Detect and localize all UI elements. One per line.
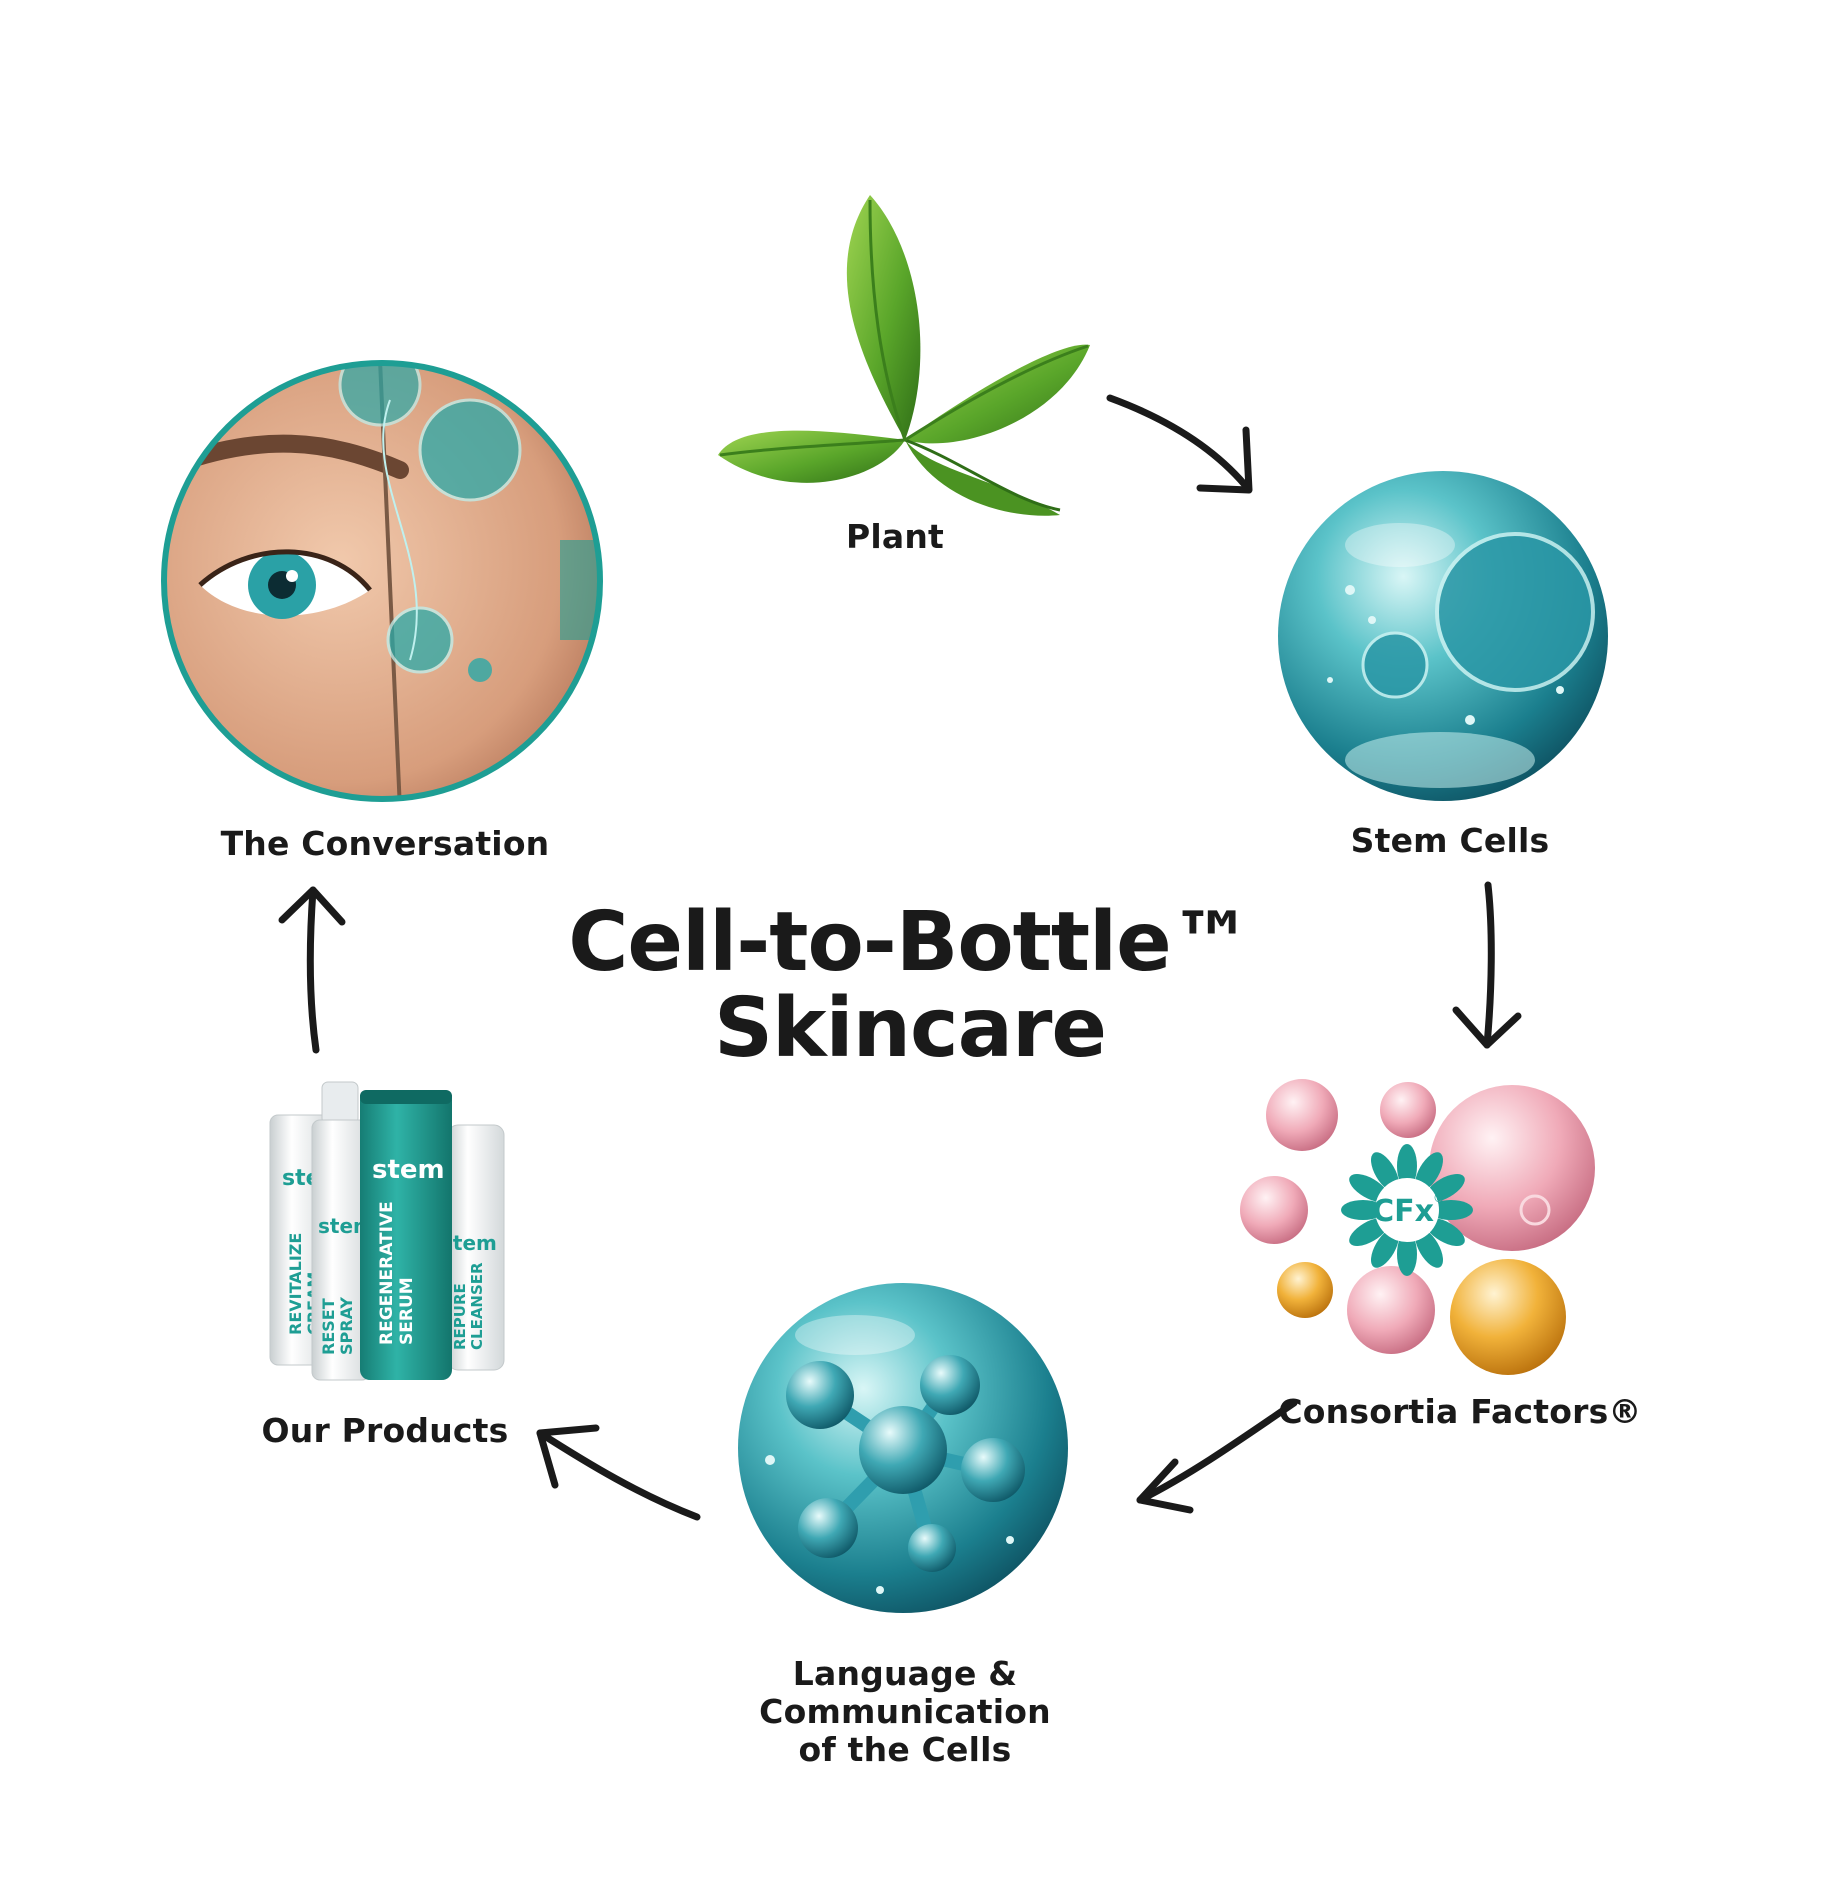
basil-leaf-icon [718,195,1090,516]
step-label-stem-cells: Stem Cells [1350,821,1550,860]
step-label-our-products: Our Products [261,1411,509,1450]
arrow-consortia-to-language [1136,1399,1298,1514]
eye-portrait-icon [161,360,603,802]
arrow-stem-cells-to-consortia [1452,881,1522,1049]
diagram-title: Cell-to-Bottle™ Skincare [540,900,1280,1072]
step-label-the-conversation: The Conversation [220,824,550,863]
title-line1: Cell-to-Bottle™ [568,895,1253,990]
cfx-registered-mark: ® [1433,1191,1445,1205]
step-label-language-communication: Language & Communication of the Cells [740,1655,1070,1769]
bottle3-brand: stem [372,1155,445,1185]
product-bottles-icon: stem REVITALIZE CREAM stem RESET SPRAY [269,1081,505,1381]
bottle4-name-line1: REPURE [451,1283,469,1350]
molecule-sphere-icon [738,1283,1068,1613]
bottle2-name-line1: RESET [319,1298,338,1355]
cell-sphere-icon [1278,471,1608,801]
molecule-bubbles-icon: CFx ® [1240,1079,1595,1375]
arrow-language-to-products [536,1424,701,1521]
bottle4-name-line2: CLEANSER [468,1262,486,1350]
bottle1-name-line1: REVITALIZE [286,1233,305,1335]
bottle-repure-cleanser: stem REPURE CLEANSER [441,1124,505,1371]
cfx-flower-logo: CFx ® [1341,1144,1473,1276]
title-line2: Skincare [713,981,1107,1076]
bottle3-name-line2: SERUM [397,1277,417,1345]
bottle-regenerative-serum: stem REGENERATIVE SERUM [360,1090,452,1380]
bottle2-name-line2: SPRAY [337,1297,356,1355]
step-label-language-line3: of the Cells [798,1730,1012,1769]
arrow-plant-to-stem-cells [1106,394,1253,494]
step-label-language-line2: Communication [759,1692,1051,1731]
step-label-consortia-factors: Consortia Factors® [1278,1392,1642,1431]
step-label-language-line1: Language & [792,1654,1018,1693]
step-label-plant: Plant [845,517,945,556]
bottle3-name-line1: REGENERATIVE [377,1201,397,1345]
cfx-badge-text: CFx [1372,1194,1434,1229]
arrow-products-to-conversation [278,886,346,1054]
